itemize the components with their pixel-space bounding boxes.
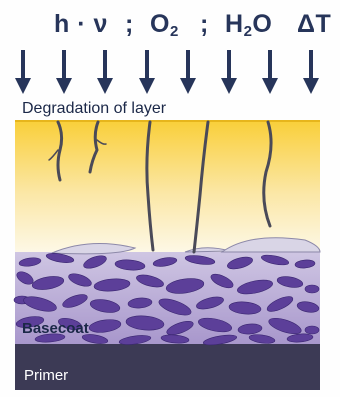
- arrow-2: [56, 50, 72, 94]
- arrow-1: [15, 50, 31, 94]
- basecoat-label: Basecoat: [22, 320, 89, 337]
- arrow-4: [139, 50, 155, 94]
- temperature-factor: ΔT: [297, 10, 331, 39]
- separator-2: ;: [200, 10, 208, 39]
- pigment-flake: [305, 285, 319, 293]
- arrow-5: [180, 50, 196, 94]
- light-factor: h · ν: [54, 10, 108, 39]
- arrow-7: [262, 50, 278, 94]
- separator-1: ;: [125, 10, 133, 39]
- primer-label: Primer: [24, 367, 68, 384]
- oxygen-factor: O2: [150, 10, 179, 39]
- arrow-3: [97, 50, 113, 94]
- arrow-8: [303, 50, 319, 94]
- impact-arrows: [15, 50, 319, 94]
- layer-degradation-label: Degradation of layer: [22, 100, 166, 118]
- pigment-flake: [305, 326, 319, 334]
- arrow-6: [221, 50, 237, 94]
- water-factor: H2O: [225, 10, 272, 39]
